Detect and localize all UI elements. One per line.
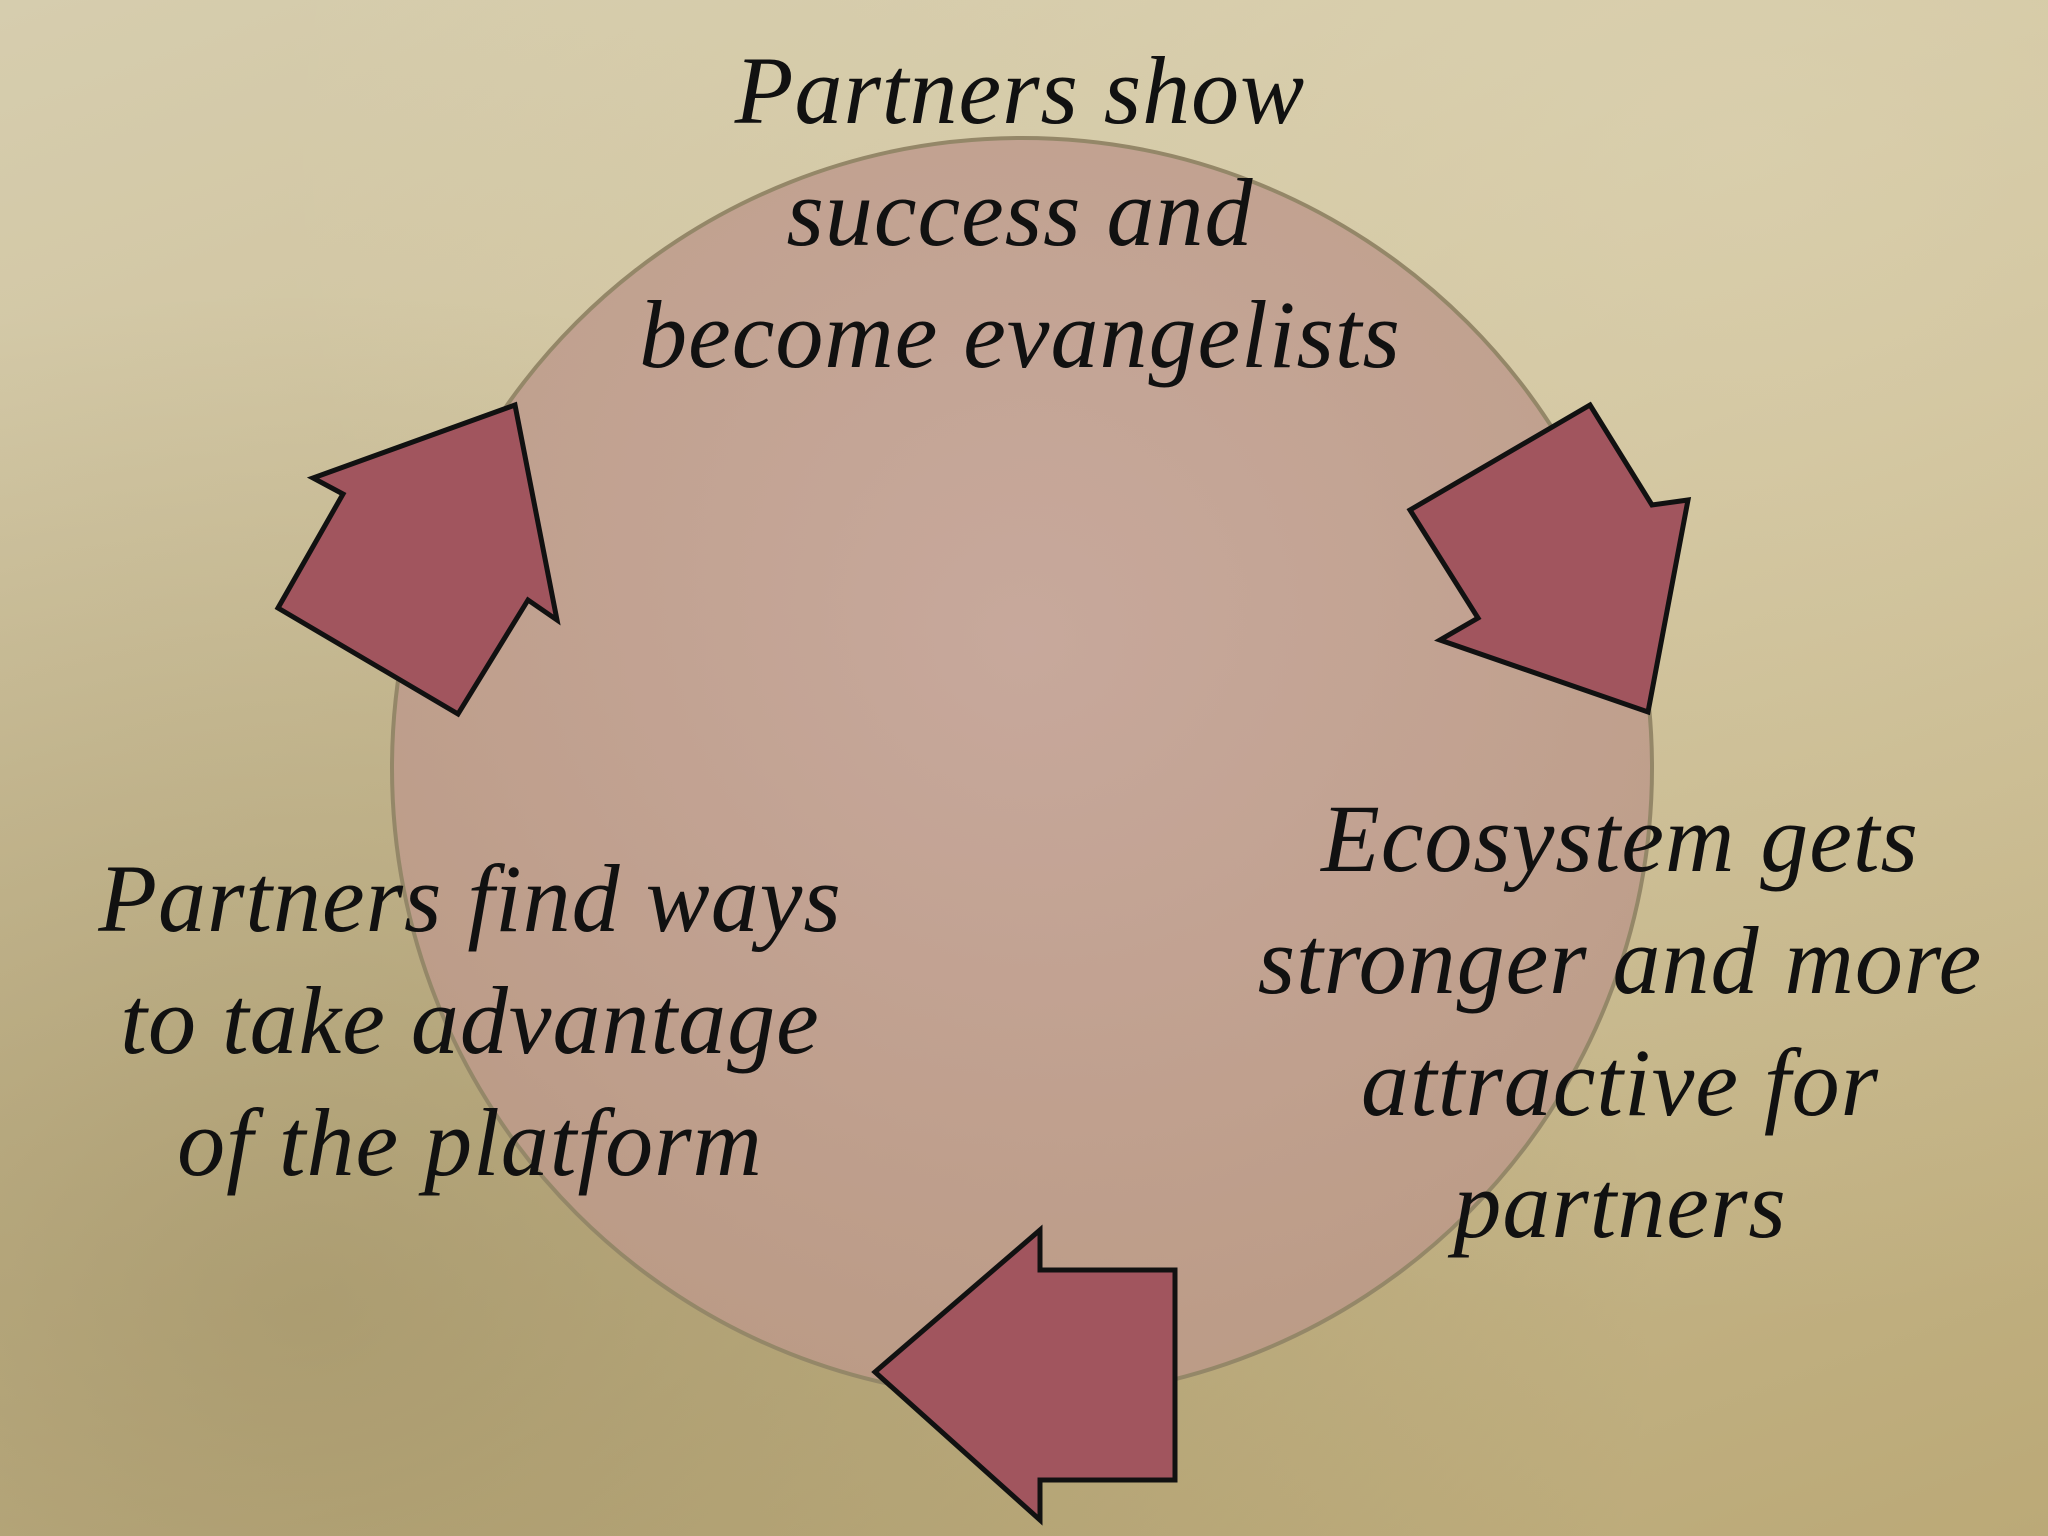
stage-top-text: Partners show success and become evangel…	[560, 30, 1480, 396]
stage-right-line-4: partners	[1453, 1151, 1787, 1258]
arrow-top-right	[1406, 401, 1692, 716]
arrow-left	[274, 401, 561, 718]
stage-left-text: Partners find ways to take advantage of …	[40, 838, 900, 1204]
stage-right-line-3: attractive for	[1361, 1029, 1879, 1136]
stage-left-line-2: to take advantage	[120, 967, 820, 1074]
arrow-bottom	[871, 1224, 1178, 1526]
stage-top-line-1: Partners show	[734, 37, 1306, 144]
stage-left-line-3: of the platform	[177, 1089, 763, 1196]
stage-right-line-2: stronger and more	[1257, 907, 1983, 1014]
stage-right-text: Ecosystem gets stronger and more attract…	[1200, 778, 2040, 1266]
stage-top-line-2: success and	[786, 159, 1254, 266]
stage-left-line-1: Partners find ways	[98, 845, 842, 952]
stage-right-line-1: Ecosystem gets	[1321, 785, 1919, 892]
stage-top-line-3: become evangelists	[639, 281, 1401, 388]
